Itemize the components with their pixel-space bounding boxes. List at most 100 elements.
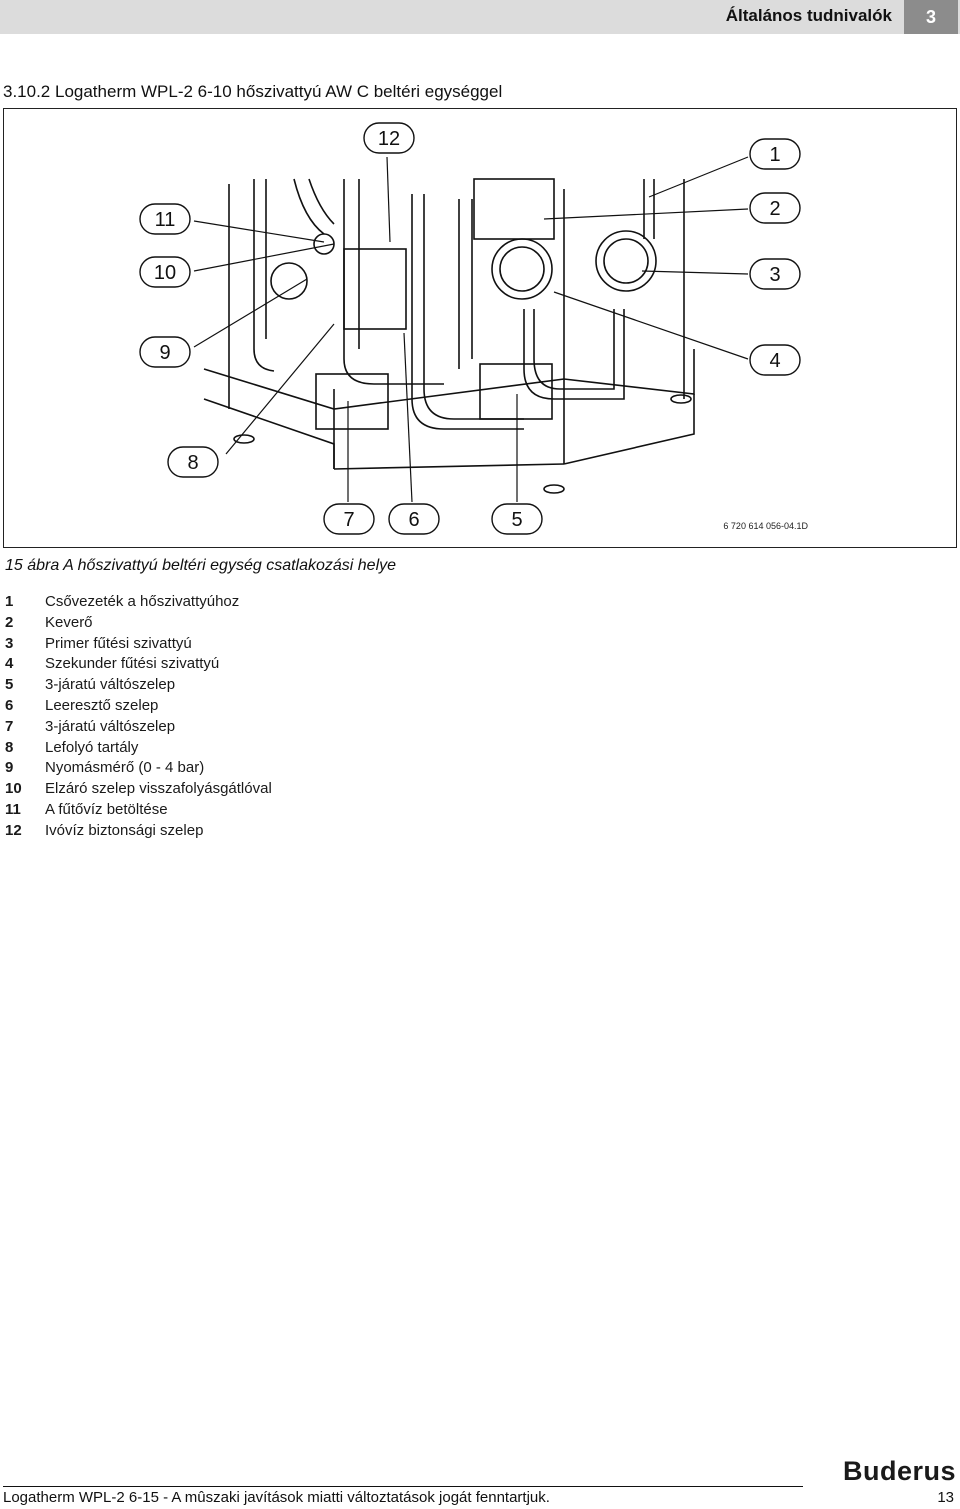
- callout-1-oval: [749, 138, 801, 170]
- pipe-mid-1: [343, 179, 444, 385]
- heat-pump-diagram: 12 1 11 2 10 3 9 4 8 7 6 5: [139, 122, 801, 535]
- legend-text: Nyomásmérő (0 - 4 bar): [45, 759, 205, 777]
- pipe-mid-4: [423, 194, 524, 420]
- legend-number: 9: [5, 759, 14, 777]
- figure-frame: 12 1 11 2 10 3 9 4 8 7 6 5 6 720 614 056…: [3, 108, 957, 548]
- legend-item: 4 Szekunder fűtési szivattyú: [5, 654, 272, 675]
- pipe-right-loop-inner: [533, 309, 615, 390]
- legend-number: 8: [5, 738, 14, 756]
- leader-2: [543, 208, 749, 220]
- legend-number: 1: [5, 593, 14, 610]
- callout-5-oval: [491, 503, 543, 535]
- page-number: 13: [937, 1489, 954, 1506]
- unit-drawing: [203, 178, 695, 494]
- header-band: [0, 0, 960, 34]
- callout-4-oval: [749, 344, 801, 376]
- callout-5: 5: [511, 509, 522, 531]
- legend-text: Szekunder fűtési szivattyú: [45, 655, 220, 673]
- legend-item: 9 Nyomásmérő (0 - 4 bar): [5, 758, 272, 779]
- callout-12-oval: [363, 122, 415, 154]
- valve-actuator-5: [479, 363, 553, 420]
- legend-number: 3: [5, 634, 14, 652]
- legend-text: Lefolyó tartály: [45, 738, 139, 756]
- footer-rule: [3, 1486, 803, 1487]
- leader-12: [386, 156, 391, 243]
- legend-number: 2: [5, 613, 14, 631]
- callout-10: 10: [154, 262, 176, 284]
- expansion-tank: [343, 248, 407, 330]
- chapter-number-badge: 3: [904, 0, 958, 34]
- legend-text: Ivóvíz biztonsági szelep: [45, 821, 204, 839]
- pressure-gauge: [270, 262, 308, 300]
- valve-actuator-7: [315, 373, 389, 430]
- leader-3: [641, 270, 749, 275]
- legend-list: 1 Csővezeték a hőszivattyúhoz 2 Keverő 3 Pr…: [5, 592, 272, 842]
- pump-primary-inner: [499, 246, 545, 292]
- buderus-logo: Buderus: [842, 1456, 956, 1486]
- legend-number: 12: [5, 821, 22, 839]
- frame-front-right: [563, 394, 695, 465]
- callout-9: 9: [159, 342, 170, 364]
- leader-4: [553, 291, 749, 360]
- pump-primary: [491, 238, 553, 300]
- callout-6: 6: [408, 509, 419, 531]
- legend-number: 6: [5, 696, 14, 714]
- callout-11-oval: [139, 203, 191, 235]
- legend-text: 3-járatú váltószelep: [45, 676, 176, 694]
- callout-2-oval: [749, 192, 801, 224]
- pipe-mid-3: [411, 194, 524, 430]
- legend-item: 6 Leeresztő szelep: [5, 696, 272, 717]
- callout-3-oval: [749, 258, 801, 290]
- figure-code: 6 720 614 056-04.1D: [723, 521, 808, 531]
- leader-lines: [193, 156, 749, 503]
- legend-text: Elzáró szelep visszafolyásgátlóval: [45, 780, 272, 798]
- callout-9-oval: [139, 336, 191, 368]
- callout-1: 1: [769, 144, 780, 166]
- legend-number: 7: [5, 717, 14, 735]
- callout-8-oval: [167, 446, 219, 478]
- callout-6-oval: [388, 503, 440, 535]
- legend-text: A fűtővíz betöltése: [45, 800, 168, 818]
- legend-item: 1 Csővezeték a hőszivattyúhoz: [5, 592, 272, 613]
- legend-text: Leeresztő szelep: [45, 696, 159, 714]
- pipe-left-4: [308, 178, 335, 225]
- legend-item: 12 Ivóvíz biztonsági szelep: [5, 821, 272, 842]
- legend-number: 11: [5, 800, 21, 818]
- pipe-right-loop: [523, 309, 625, 400]
- foot-right: [670, 394, 692, 404]
- leader-8: [225, 323, 335, 455]
- legend-number: 5: [5, 676, 14, 694]
- legend-item: 3 Primer fűtési szivattyú: [5, 634, 272, 655]
- leader-11: [193, 220, 325, 243]
- frame-base-line: [203, 349, 695, 410]
- pump-secondary-inner: [603, 238, 649, 284]
- callout-4: 4: [769, 350, 780, 372]
- pump-secondary: [595, 230, 657, 292]
- figure-caption: 15 ábra A hőszivattyú beltéri egység csa…: [5, 557, 397, 574]
- legend-text: Csővezeték a hőszivattyúhoz: [45, 593, 240, 610]
- frame-front-left: [203, 398, 335, 469]
- leader-1: [648, 156, 749, 198]
- top-unit: [473, 178, 555, 240]
- legend-item: 5 3-járatú váltószelep: [5, 675, 272, 696]
- legend-item: 2 Keverő: [5, 613, 272, 634]
- header-title: Általános tudnivalók: [725, 6, 892, 25]
- leader-10: [193, 243, 335, 272]
- section-title: 3.10.2 Logatherm WPL-2 6-10 hőszivattyú …: [3, 82, 503, 101]
- callout-2: 2: [769, 198, 780, 220]
- callout-12: 12: [378, 128, 400, 150]
- legend-text: Primer fűtési szivattyú: [45, 634, 192, 652]
- pipe-left-3: [293, 178, 325, 235]
- footer-text: Logatherm WPL-2 6-15 - A mûszaki javítás…: [3, 1489, 550, 1506]
- legend-item: 11 A fűtővíz betöltése: [5, 800, 272, 821]
- callout-8: 8: [187, 452, 198, 474]
- leader-9: [193, 278, 308, 348]
- callout-labels: 12 1 11 2 10 3 9 4 8 7 6 5: [154, 128, 781, 531]
- callout-7: 7: [343, 509, 354, 531]
- leader-6: [403, 332, 413, 503]
- legend-number: 4: [5, 655, 14, 673]
- frame-front-bottom: [333, 463, 565, 470]
- legend-text: Keverő: [45, 613, 93, 631]
